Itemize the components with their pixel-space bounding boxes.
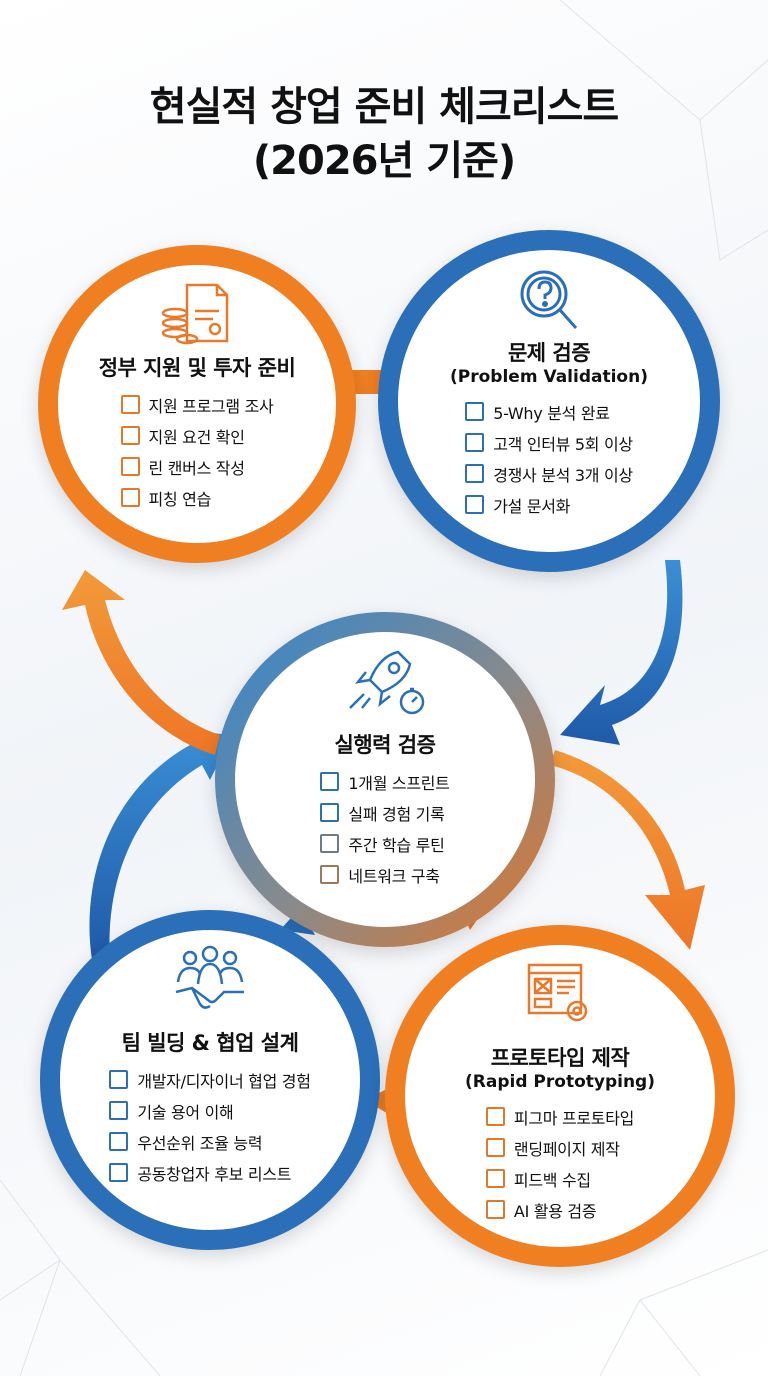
item-label: AI 활용 검증	[513, 1201, 597, 1221]
checkbox[interactable]	[465, 464, 485, 483]
checklist-item[interactable]: 경쟁사 분석 3개 이상	[465, 458, 633, 489]
checkbox[interactable]	[120, 457, 140, 476]
rocket-stopwatch-icon	[349, 650, 425, 715]
checklist-item[interactable]: 고객 인터뷰 5회 이상	[465, 427, 633, 458]
item-label: 지원 프로그램 조사	[148, 396, 274, 416]
checklist-item[interactable]: 지원 요건 확인	[120, 420, 274, 451]
checklist-item[interactable]: 피드백 수집	[485, 1163, 634, 1194]
item-label: 피그마 프로토타입	[513, 1108, 635, 1128]
item-label: 경쟁사 분석 3개 이상	[493, 465, 633, 485]
checkbox[interactable]	[485, 1200, 505, 1219]
item-label: 지원 요건 확인	[148, 427, 245, 447]
wireframe-gear-icon	[527, 963, 588, 1022]
checkbox[interactable]	[485, 1107, 505, 1126]
magnifier-question-icon	[520, 270, 578, 329]
checklist-item[interactable]: 피칭 연습	[120, 482, 274, 513]
checklist-item[interactable]: 린 캔버스 작성	[120, 451, 274, 482]
checklist-item[interactable]: 실패 경험 기록	[320, 797, 449, 828]
checklist-item[interactable]: 기술 용어 이해	[109, 1095, 310, 1126]
team-handshake-icon	[175, 945, 244, 1009]
checkbox[interactable]	[120, 426, 140, 445]
item-label: 랜딩페이지 제작	[513, 1139, 620, 1159]
item-label: 린 캔버스 작성	[148, 458, 245, 478]
node-team-building: 팀 빌딩 & 협업 설계 개발자/디자이너 협업 경험 기술 용어 이해 우선순…	[40, 910, 380, 1250]
item-label: 피드백 수집	[513, 1170, 591, 1190]
checkbox[interactable]	[485, 1169, 505, 1188]
checkbox[interactable]	[109, 1070, 129, 1089]
item-label: 우선순위 조율 능력	[137, 1133, 263, 1153]
checklist-item[interactable]: 1개월 스프린트	[320, 766, 450, 797]
node-subtitle: (Rapid Prototyping)	[465, 1072, 655, 1092]
checkbox[interactable]	[465, 433, 485, 452]
item-label: 네트워크 구축	[348, 866, 440, 886]
node-title: 프로토타입 제작	[490, 1046, 630, 1070]
checkbox[interactable]	[465, 495, 485, 514]
checklist-item[interactable]: 네트워크 구축	[320, 859, 449, 890]
checkbox[interactable]	[320, 803, 340, 822]
checkbox[interactable]	[320, 772, 340, 791]
item-label: 실패 경험 기록	[348, 804, 445, 824]
checklist-item[interactable]: 지원 프로그램 조사	[120, 389, 274, 420]
node-gov-support: 정부 지원 및 투자 준비 지원 프로그램 조사 지원 요건 확인 린 캔버스 …	[38, 245, 356, 563]
title-line-2: (2026년 기준)	[252, 138, 516, 184]
checkbox[interactable]	[120, 395, 140, 414]
checklist-item[interactable]: 랜딩페이지 제작	[485, 1132, 634, 1163]
item-label: 고객 인터뷰 5회 이상	[493, 434, 633, 454]
node-title: 팀 빌딩 & 협업 설계	[121, 1031, 299, 1055]
item-label: 가설 문서화	[493, 496, 571, 516]
node-subtitle: (Problem Validation)	[450, 367, 648, 387]
item-label: 주간 학습 루틴	[348, 835, 445, 855]
checkbox[interactable]	[109, 1163, 129, 1182]
title-line-1: 현실적 창업 준비 체크리스트	[149, 84, 619, 130]
node-title: 문제 검증	[507, 341, 591, 365]
node-problem-validation: 문제 검증 (Problem Validation) 5-Why 분석 완료 고…	[378, 230, 720, 572]
node-title: 정부 지원 및 투자 준비	[98, 356, 296, 380]
item-label: 1개월 스프린트	[348, 773, 450, 793]
item-label: 개발자/디자이너 협업 경험	[137, 1071, 311, 1091]
checklist-item[interactable]: 주간 학습 루틴	[320, 828, 449, 859]
node-prototyping: 프로토타입 제작 (Rapid Prototyping) 피그마 프로토타입 랜…	[385, 925, 735, 1267]
checklist-item[interactable]: 피그마 프로토타입	[485, 1101, 635, 1132]
checkbox[interactable]	[109, 1132, 129, 1151]
checklist-item[interactable]: 공동창업자 후보 리스트	[109, 1157, 310, 1188]
checkbox[interactable]	[485, 1138, 505, 1157]
checkbox[interactable]	[320, 834, 340, 853]
checklist-item[interactable]: AI 활용 검증	[485, 1194, 634, 1225]
checklist-item[interactable]: 우선순위 조율 능력	[109, 1126, 310, 1157]
page-title: 현실적 창업 준비 체크리스트 (2026년 기준)	[0, 80, 768, 188]
item-label: 피칭 연습	[148, 489, 212, 509]
checklist-item[interactable]: 5-Why 분석 완료	[465, 396, 633, 427]
item-label: 5-Why 분석 완료	[493, 403, 610, 423]
checkbox[interactable]	[320, 865, 340, 884]
checkbox[interactable]	[109, 1101, 129, 1120]
node-execution-validation: 실행력 검증 1개월 스프린트 실패 경험 기록 주간 학습 루틴 네트워크 구…	[215, 612, 555, 947]
item-label: 공동창업자 후보 리스트	[137, 1164, 292, 1184]
item-label: 기술 용어 이해	[137, 1102, 234, 1122]
checklist-item[interactable]: 개발자/디자이너 협업 경험	[109, 1064, 311, 1095]
document-coins-icon	[161, 283, 229, 345]
node-title: 실행력 검증	[334, 733, 436, 757]
checkbox[interactable]	[465, 402, 485, 421]
checklist-item[interactable]: 가설 문서화	[465, 489, 633, 520]
checkbox[interactable]	[120, 488, 140, 507]
